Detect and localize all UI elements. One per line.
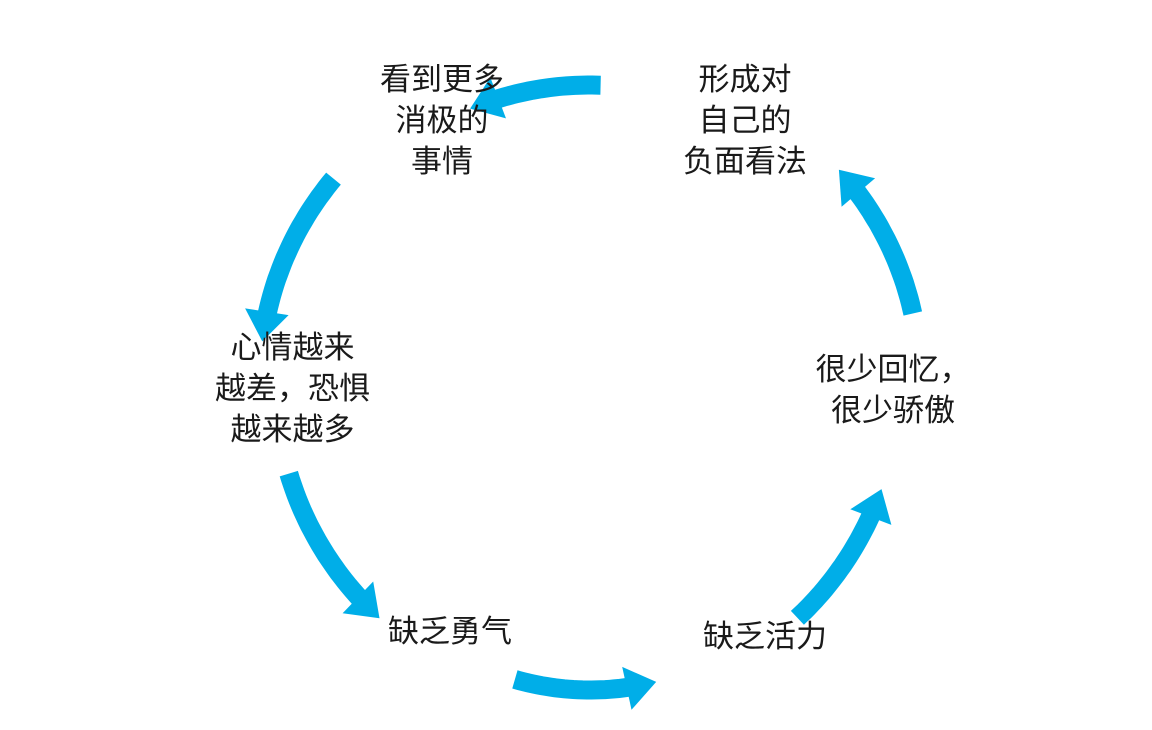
arrow-head-node-3-to-node-2	[850, 489, 892, 525]
arrow-shaft-node-2-to-node-1	[845, 180, 923, 316]
node-mood-worse-fear-more: 心情越来 越差，恐惧 越来越多	[205, 328, 380, 451]
node-negative-self-view: 形成对 自己的 负面看法	[660, 60, 830, 183]
node-line: 自己的	[698, 103, 792, 139]
node-see-more-negative: 看到更多 消极的 事情	[372, 60, 512, 183]
arrow-head-node-4-to-node-3	[622, 666, 657, 710]
node-line: 越差，恐惧	[215, 371, 370, 407]
node-line: 很少回忆，	[815, 352, 971, 388]
node-line: 缺乏活力	[703, 619, 827, 655]
arrow-head-node-1-to-node-0	[470, 77, 506, 119]
arrow-head-node-5-to-node-4	[342, 581, 380, 619]
node-line: 缺乏勇气	[388, 614, 512, 650]
arrow-shaft-node-1-to-node-0	[488, 75, 601, 110]
arrow-shaft-node-5-to-node-4	[279, 470, 371, 609]
arrow-shaft-node-0-to-node-5	[256, 172, 341, 321]
node-lack-courage: 缺乏勇气	[375, 612, 525, 653]
arrow-head-node-0-to-node-5	[245, 308, 289, 342]
node-lack-vitality: 缺乏活力	[680, 617, 850, 658]
arrow-head-node-2-to-node-1	[838, 169, 876, 207]
node-line: 消极的	[395, 103, 489, 139]
arrow-shaft-node-4-to-node-3	[512, 670, 639, 700]
node-line: 形成对	[698, 62, 792, 98]
node-line: 很少骄傲	[831, 393, 955, 429]
arrow-shaft-node-3-to-node-2	[790, 504, 883, 625]
node-line: 心情越来	[230, 330, 355, 366]
node-line: 越来越多	[230, 412, 355, 448]
node-line: 事情	[411, 144, 473, 180]
node-line: 看到更多	[380, 62, 504, 98]
node-rarely-recall-proud: 很少回忆， 很少骄傲	[808, 350, 978, 432]
node-line: 负面看法	[683, 144, 807, 180]
